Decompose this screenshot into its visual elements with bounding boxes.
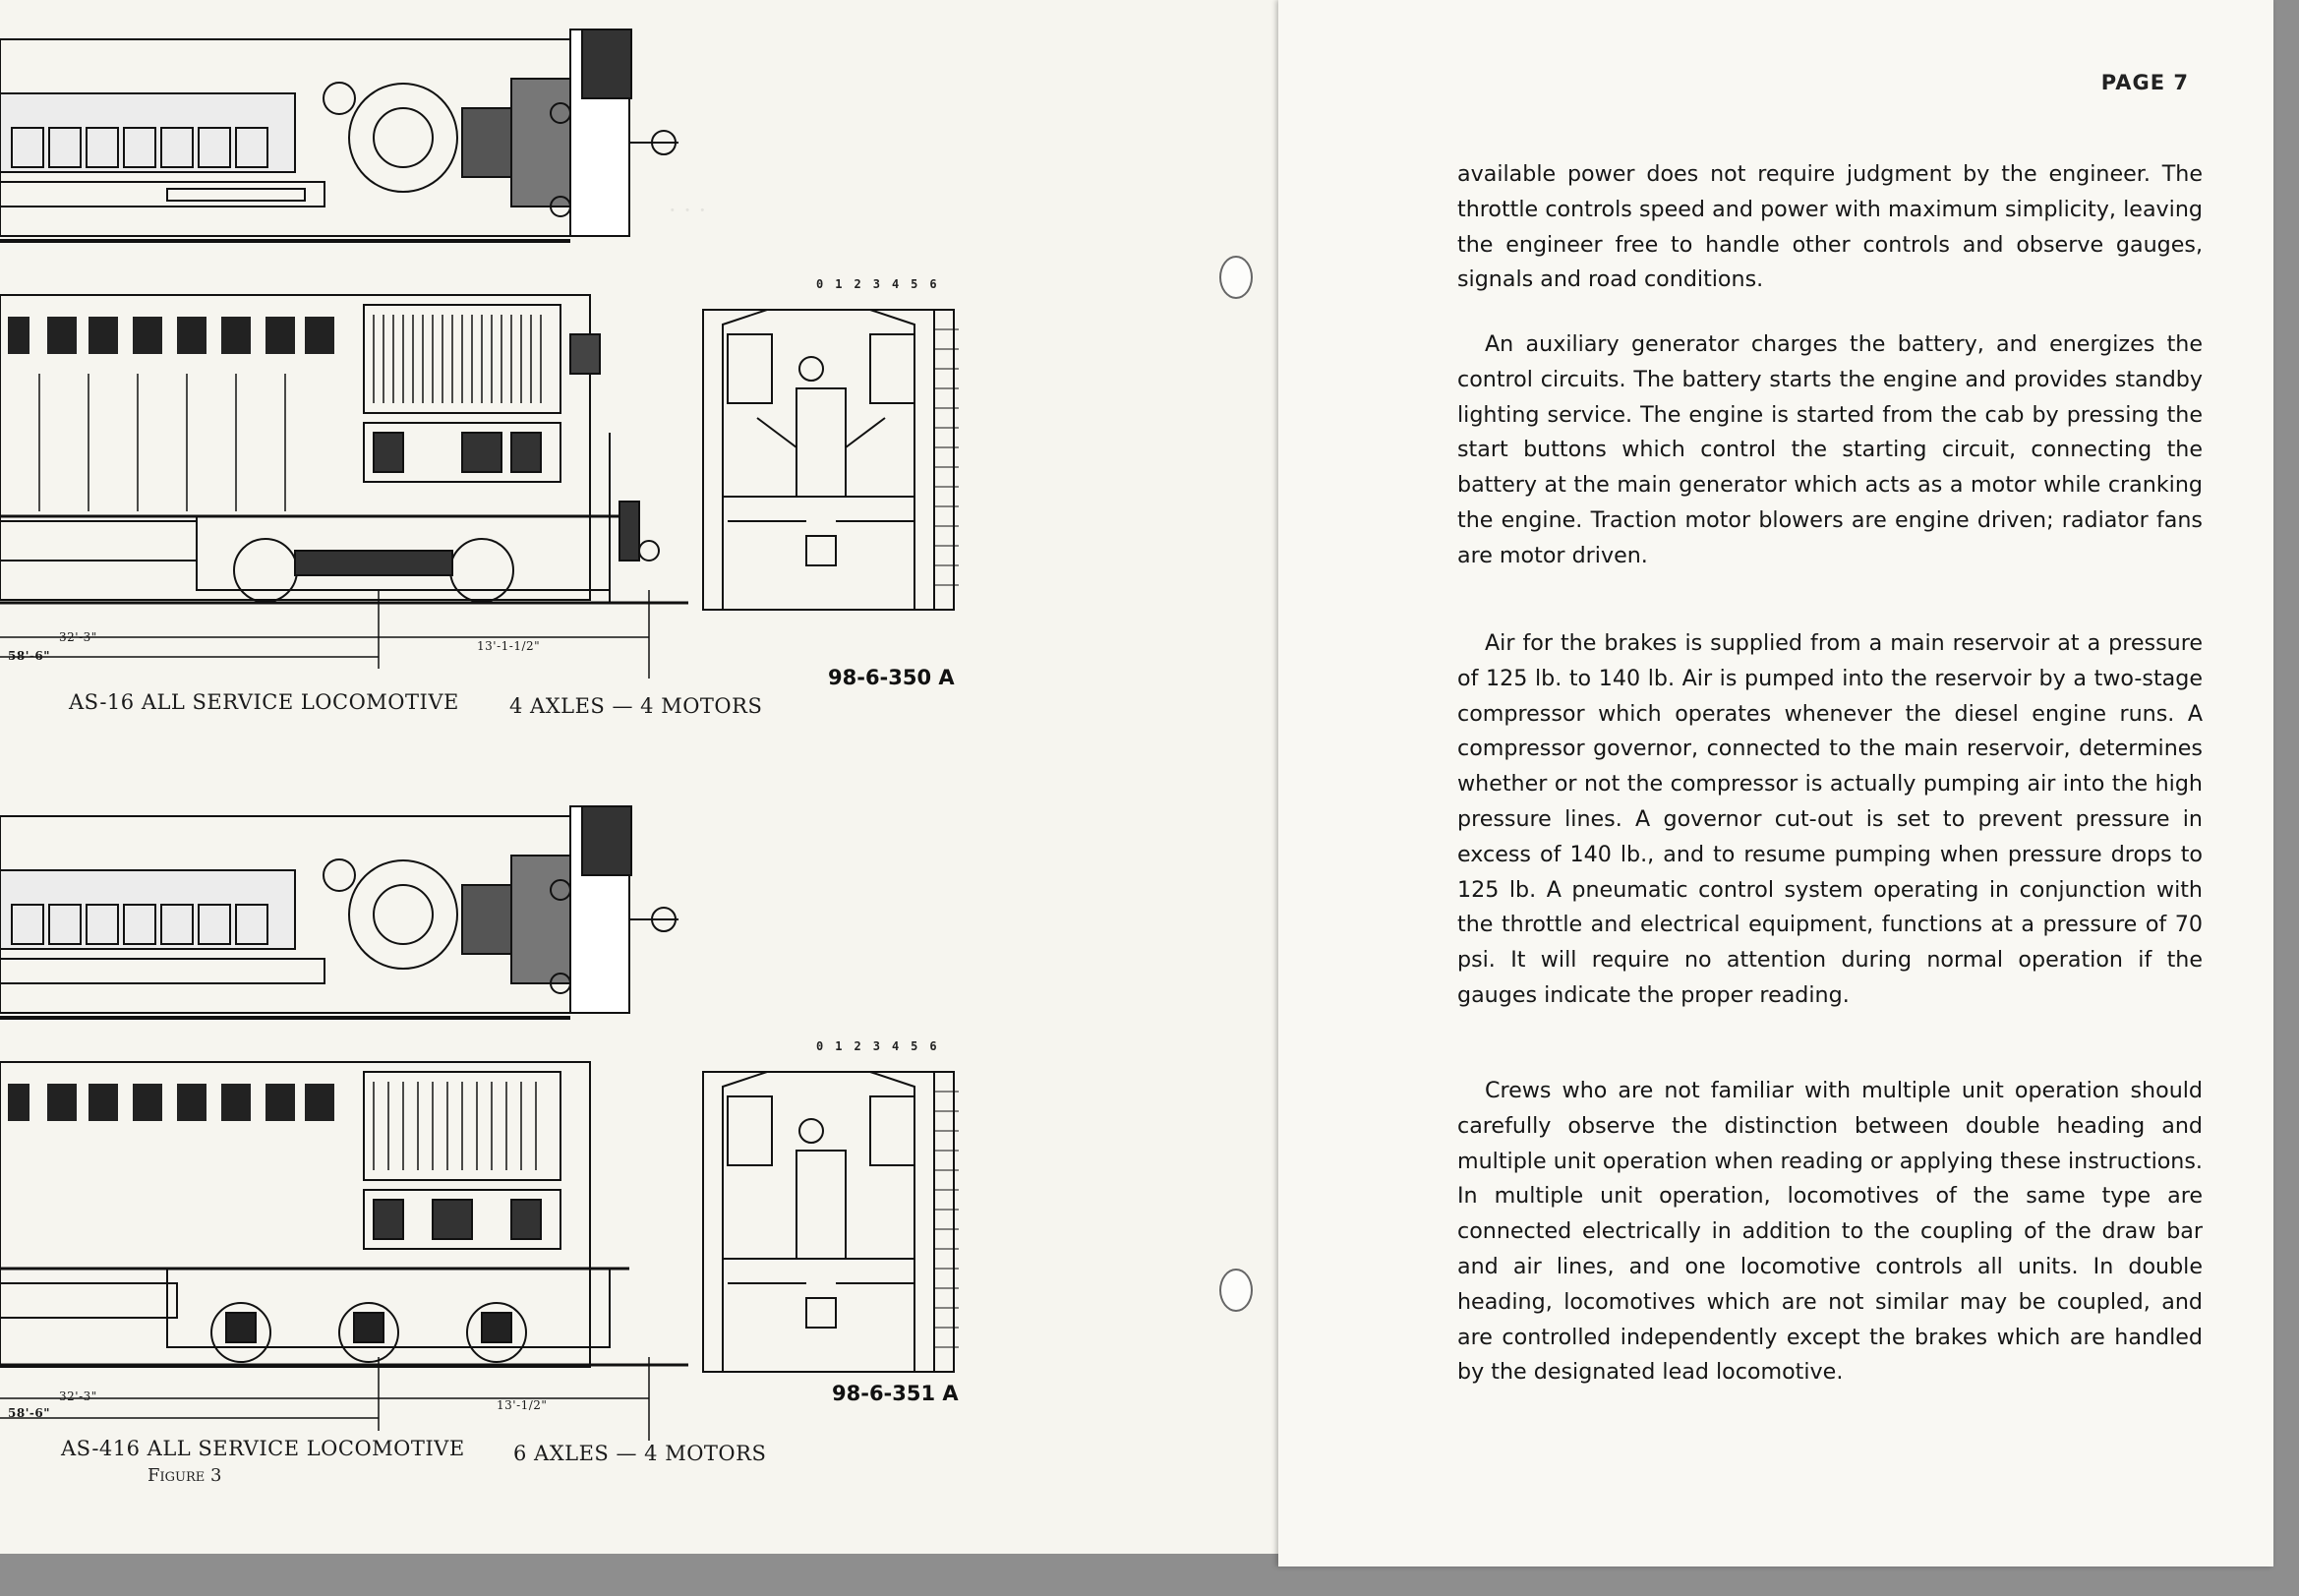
dimension-b-2: 13'-1/2" (497, 1398, 548, 1412)
scale-top-label: 4 (891, 277, 912, 291)
as416-locomotive-drawing (0, 805, 959, 1441)
paragraph-3: Air for the brakes is supplied from a ma… (1457, 630, 2203, 1008)
right-page: PAGE 7 available power does not require … (1219, 0, 2273, 1566)
dimension-a-2: 32'-3" (59, 1389, 97, 1403)
scale-top-2: 0123456 (816, 1039, 949, 1053)
drawing-number-2: 98-6-351 A (832, 1382, 959, 1405)
scale-top-label: 5 (911, 1039, 930, 1053)
figure-label: Figure 3 (147, 1465, 222, 1486)
binder-hole (1219, 256, 1253, 299)
scale-top-label: 0 (816, 1039, 836, 1053)
paragraph-4: Crews who are not familiar with multiple… (1457, 1078, 2203, 1386)
binder-hole (1219, 1269, 1253, 1312)
dimension-overall-1: 58'-6" (8, 649, 50, 663)
scale-top-label: 3 (872, 277, 892, 291)
page-number: PAGE 7 (2100, 71, 2189, 94)
as16-locomotive-drawing (0, 29, 959, 679)
scale-top-1: 0123456 (816, 277, 949, 291)
scale-top-label: 2 (854, 1039, 873, 1053)
scale-top-label: 6 (929, 277, 949, 291)
scale-top-label: 4 (891, 1039, 912, 1053)
paragraph-1: available power does not require judgmen… (1457, 161, 2203, 293)
scale-top-label: 6 (929, 1039, 949, 1053)
drawing-number-1: 98-6-350 A (828, 666, 955, 689)
scale-top-label: 2 (854, 277, 873, 291)
locomotive-title-2: AS-416 ALL SERVICE LOCOMOTIVE (61, 1437, 465, 1460)
scale-top-label: 5 (911, 277, 930, 291)
scale-top-label: 3 (872, 1039, 892, 1053)
scale-top-label: 1 (835, 1039, 855, 1053)
bleed-through: · · · (669, 197, 707, 224)
axles-motors-1: 4 AXLES — 4 MOTORS (509, 694, 763, 718)
dimension-a-1: 32'-3" (59, 630, 97, 644)
locomotive-title-1: AS-16 ALL SERVICE LOCOMOTIVE (69, 690, 459, 714)
scale-top-label: 0 (816, 277, 836, 291)
scale-top-label: 1 (835, 277, 855, 291)
dimension-overall-2: 58'-6" (8, 1406, 50, 1420)
axles-motors-2: 6 AXLES — 4 MOTORS (513, 1442, 767, 1465)
paragraph-2: An auxiliary generator charges the batte… (1457, 331, 2203, 568)
dimension-b-1: 13'-1-1/2" (477, 639, 541, 653)
left-page: · · · (0, 0, 1279, 1554)
